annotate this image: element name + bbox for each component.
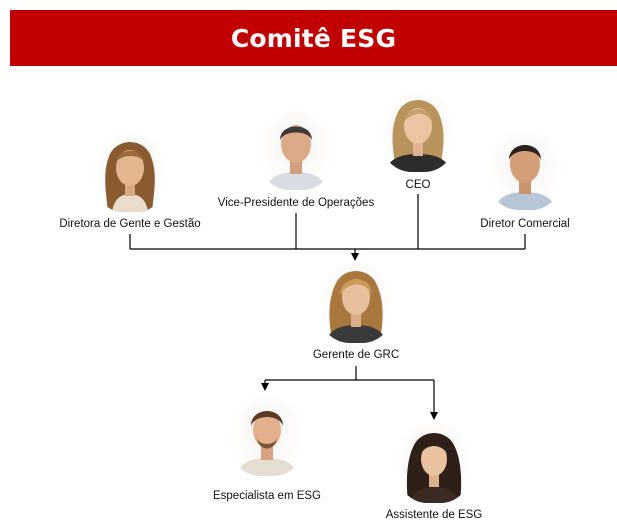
avatar-ceo [380, 92, 456, 172]
title-banner: Comitê ESG [10, 10, 617, 66]
label-assistente-esg: Assistente de ESG [385, 509, 483, 521]
avatar-diretora-gente [92, 132, 168, 212]
label-diretora-gente: Diretora de Gente e Gestão [59, 218, 201, 230]
page-title: Comitê ESG [230, 23, 397, 53]
label-gerente-grc: Gerente de GRC [312, 349, 400, 361]
avatar-diretor-comercial [487, 130, 563, 210]
label-diretor-comercial: Diretor Comercial [480, 218, 570, 230]
avatar-vp-operacoes [258, 110, 334, 190]
label-especialista-esg: Especialista em ESG [212, 490, 322, 502]
avatar-gerente-grc [318, 263, 394, 343]
label-ceo: CEO [405, 179, 431, 191]
label-vp-operacoes: Vice-Presidente de Operações [217, 197, 375, 209]
avatar-especialista-esg [229, 396, 305, 476]
avatar-assistente-esg [396, 423, 472, 503]
